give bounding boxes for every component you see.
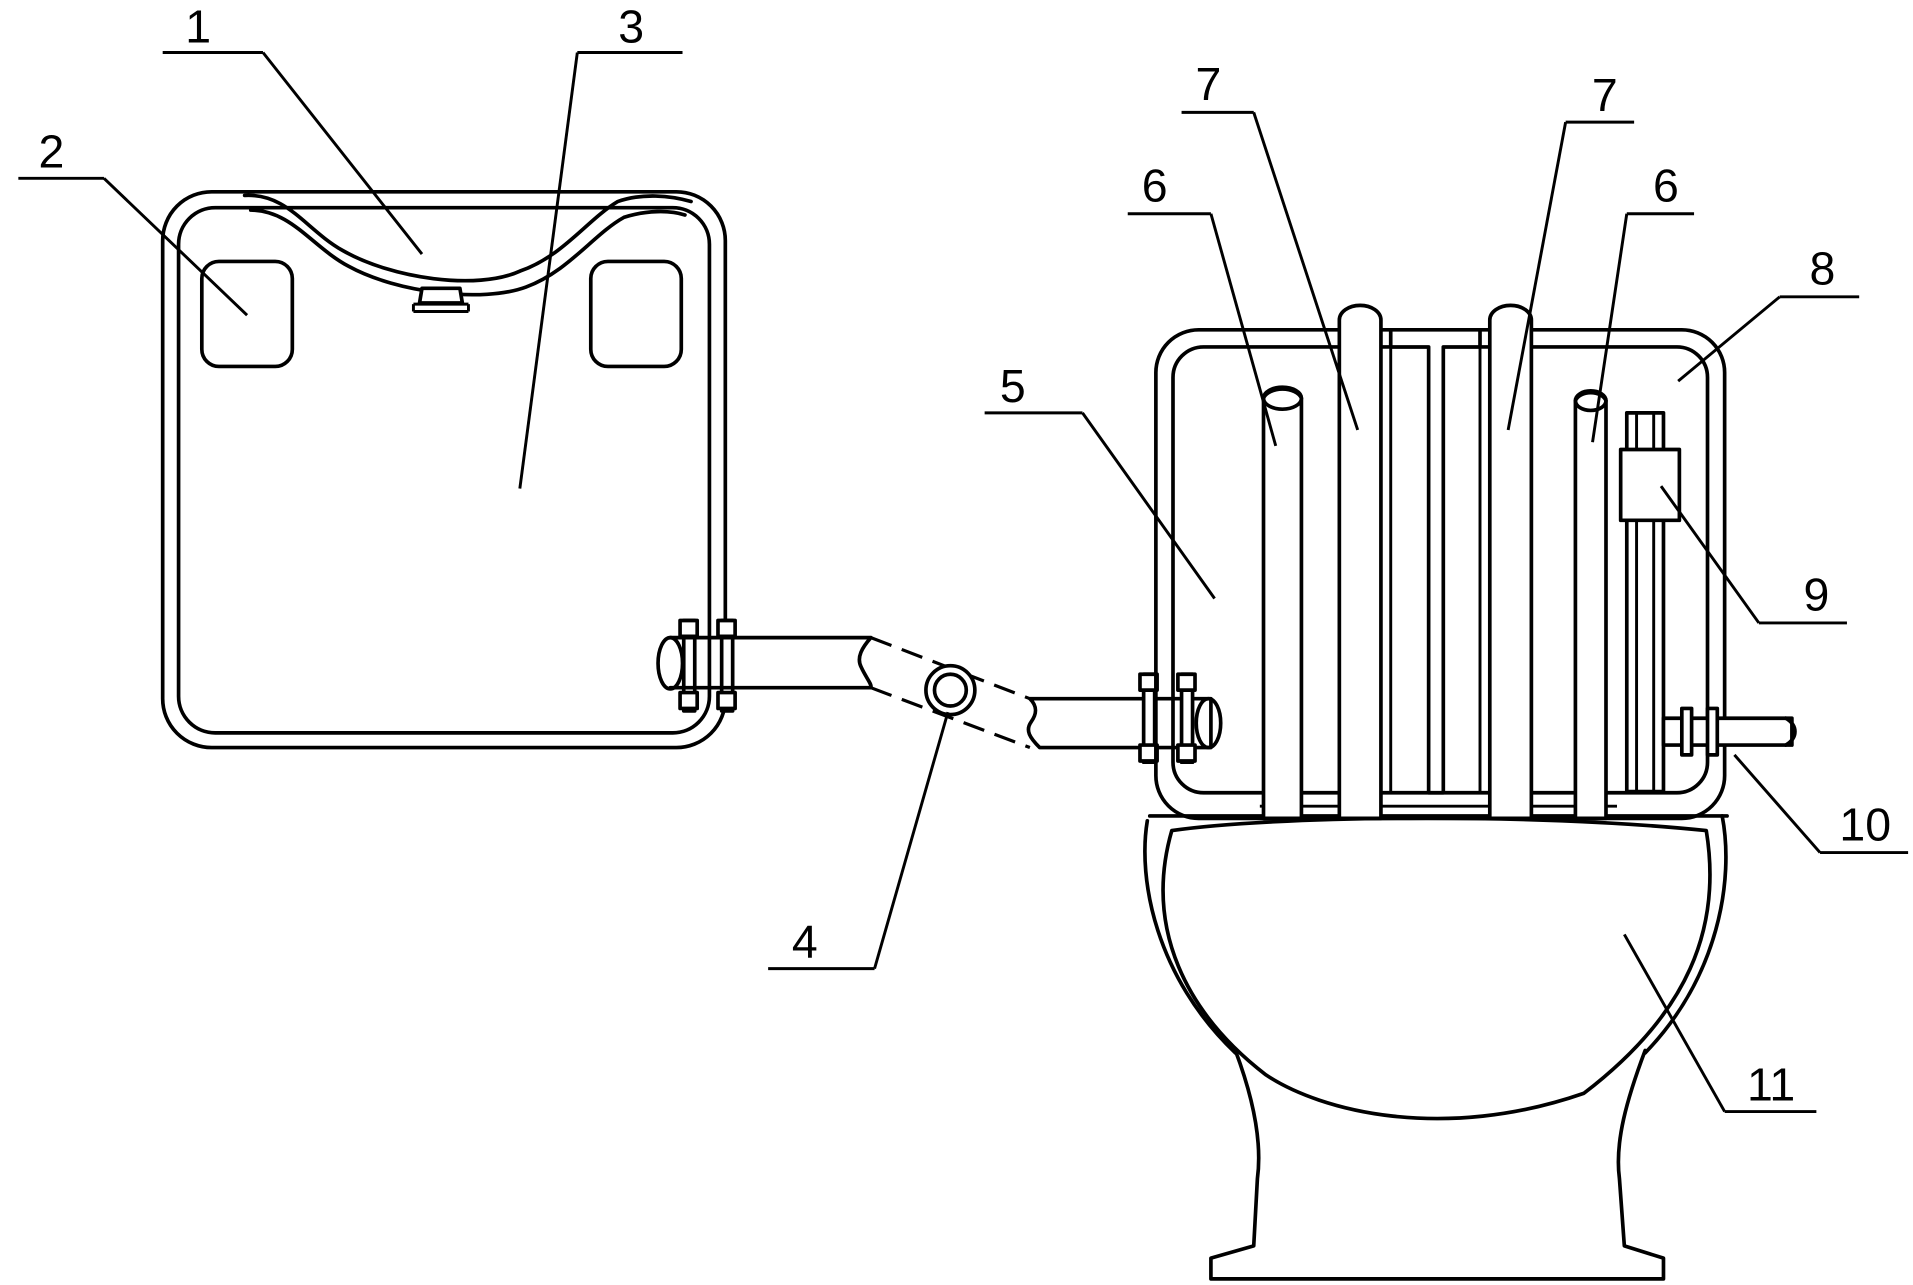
label-part-4: 4 bbox=[792, 916, 818, 968]
label-part-6-right: 6 bbox=[1653, 160, 1679, 212]
label-part-11: 11 bbox=[1747, 1059, 1795, 1111]
inner-tubes bbox=[1261, 303, 1608, 821]
outlet-pipe-part-10 bbox=[1661, 706, 1797, 757]
label-part-2: 2 bbox=[38, 125, 64, 177]
label-part-7-right: 7 bbox=[1592, 69, 1618, 121]
label-part-6-left: 6 bbox=[1142, 160, 1168, 212]
connecting-pipe bbox=[656, 618, 1223, 765]
leader-lines bbox=[18, 51, 1909, 1114]
label-part-3: 3 bbox=[618, 1, 644, 53]
left-tank bbox=[160, 189, 728, 750]
label-part-5: 5 bbox=[1000, 360, 1026, 412]
label-part-10: 10 bbox=[1839, 798, 1891, 850]
toilet-pedestal bbox=[1209, 1048, 1666, 1281]
right-window bbox=[588, 259, 684, 369]
label-part-7-left: 7 bbox=[1196, 58, 1222, 110]
float-part-9 bbox=[1618, 447, 1682, 523]
left-window bbox=[199, 259, 295, 369]
curved-top-part-1 bbox=[242, 193, 693, 283]
label-part-8: 8 bbox=[1810, 243, 1836, 295]
label-part-9: 9 bbox=[1803, 569, 1829, 621]
part-labels: 1 2 3 4 5 6 7 7 6 8 9 10 11 bbox=[38, 1, 1891, 1111]
label-part-1: 1 bbox=[185, 1, 211, 53]
float-valve-assembly bbox=[1618, 411, 1682, 794]
